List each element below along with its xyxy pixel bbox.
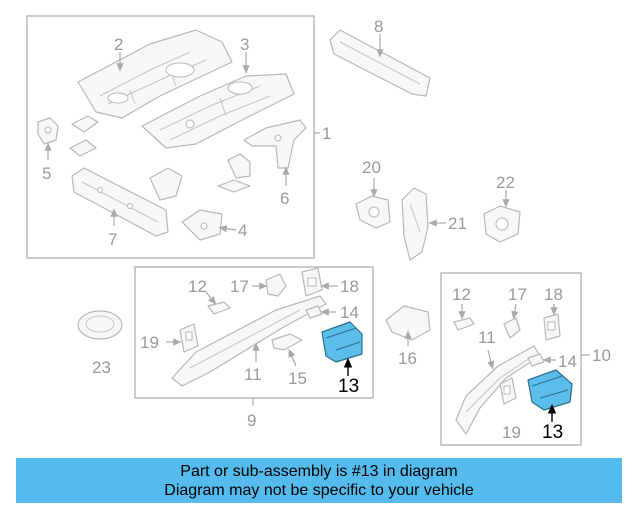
part-18-bracket-right[interactable] — [543, 313, 561, 341]
part-12-clip[interactable] — [207, 301, 231, 315]
part-16-bracket[interactable] — [385, 305, 431, 341]
part-13-highlighted-right[interactable] — [527, 369, 573, 411]
label-13b[interactable]: 13 — [542, 422, 563, 443]
label-3[interactable]: 3 — [240, 35, 249, 54]
label-12b[interactable]: 12 — [452, 285, 471, 304]
label-11b[interactable]: 11 — [478, 328, 496, 347]
label-15[interactable]: 15 — [288, 369, 307, 388]
info-banner: Part or sub-assembly is #13 in diagram D… — [16, 458, 622, 503]
label-11a[interactable]: 11 — [244, 365, 262, 384]
label-19a[interactable]: 19 — [140, 333, 159, 352]
part-7-side-rail[interactable] — [71, 167, 169, 237]
label-6[interactable]: 6 — [280, 189, 289, 208]
part-11-rocker-right[interactable] — [455, 345, 541, 435]
part-13-highlighted-left[interactable] — [321, 321, 363, 363]
part-20-bracket[interactable] — [355, 195, 391, 229]
label-12a[interactable]: 12 — [188, 277, 207, 296]
label-7[interactable]: 7 — [108, 230, 117, 249]
part-6-crossmember[interactable] — [243, 119, 307, 169]
part-19-plate-right[interactable] — [499, 377, 517, 405]
label-2[interactable]: 2 — [114, 35, 123, 54]
label-23[interactable]: 23 — [92, 358, 111, 377]
label-5[interactable]: 5 — [42, 164, 51, 183]
part-11-rocker[interactable] — [171, 295, 327, 387]
part-18-bracket[interactable] — [301, 267, 323, 297]
label-17b[interactable]: 17 — [508, 285, 527, 304]
part-23-plug[interactable] — [77, 310, 123, 340]
part-8-cross-bar[interactable] — [329, 29, 431, 97]
group-box-10 — [440, 272, 582, 446]
part-2-front-floor[interactable] — [77, 29, 233, 119]
label-21[interactable]: 21 — [448, 214, 467, 233]
part-17-gusset-right[interactable] — [503, 317, 521, 339]
label-14b[interactable]: 14 — [558, 352, 577, 371]
label-18b[interactable]: 18 — [544, 285, 563, 304]
part-3-rear-floor[interactable] — [141, 73, 295, 149]
label-18a[interactable]: 18 — [340, 277, 359, 296]
part-floor-brackets[interactable] — [69, 115, 251, 201]
label-20[interactable]: 20 — [362, 158, 381, 177]
label-16[interactable]: 16 — [398, 349, 417, 368]
label-13a[interactable]: 13 — [338, 376, 359, 397]
label-9[interactable]: 9 — [247, 411, 256, 430]
label-1[interactable]: 1 — [322, 124, 331, 143]
label-8[interactable]: 8 — [374, 17, 383, 36]
part-12-clip-right[interactable] — [453, 317, 475, 331]
banner-line-2: Diagram may not be specific to your vehi… — [164, 481, 474, 499]
part-4-reinforcement[interactable] — [181, 209, 223, 241]
label-4[interactable]: 4 — [238, 221, 247, 240]
group-box-1 — [26, 15, 315, 259]
part-21-pillar[interactable] — [401, 187, 429, 261]
banner-line-1: Part or sub-assembly is #13 in diagram — [180, 462, 458, 480]
part-5-bracket[interactable] — [37, 117, 59, 145]
label-22[interactable]: 22 — [496, 173, 515, 192]
label-14a[interactable]: 14 — [340, 303, 359, 322]
label-10[interactable]: 10 — [592, 346, 611, 365]
part-19-plate[interactable] — [179, 323, 199, 353]
part-22-mount[interactable] — [483, 205, 521, 243]
label-17a[interactable]: 17 — [230, 277, 249, 296]
group-box-9 — [134, 266, 374, 399]
part-15-bracket[interactable] — [271, 333, 303, 351]
part-17-gusset[interactable] — [265, 273, 287, 297]
label-19b[interactable]: 19 — [502, 423, 521, 442]
